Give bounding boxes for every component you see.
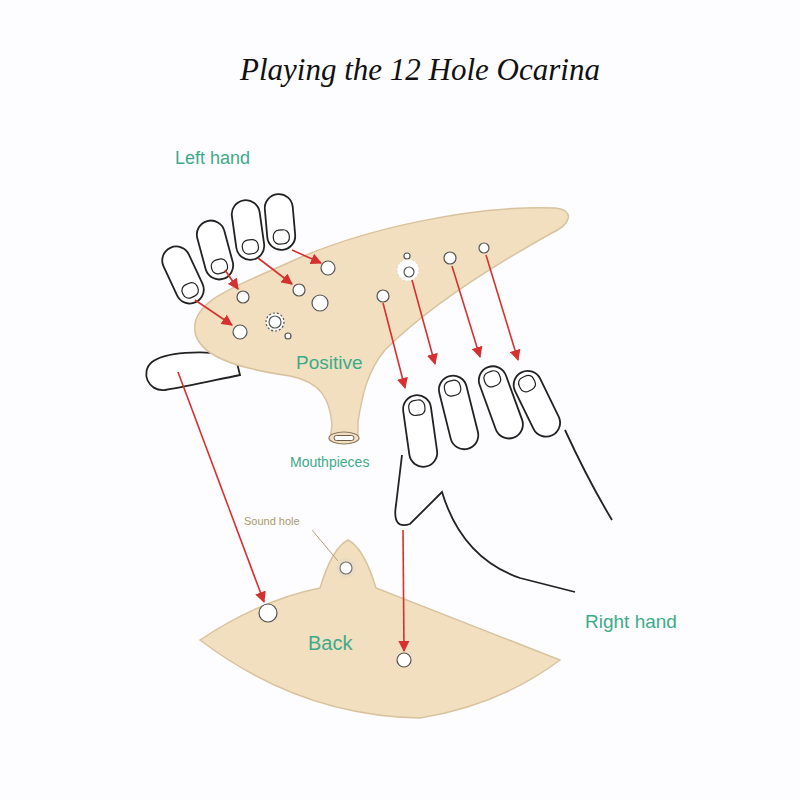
hand-label: Right hand: [585, 611, 677, 633]
part-label: Sound hole: [244, 515, 300, 528]
ocarina-back: [200, 540, 560, 718]
front-holes: [233, 243, 489, 339]
finger-arrows: [178, 250, 518, 651]
left-fingers: [158, 193, 297, 308]
part-label: Mouthpieces: [290, 454, 369, 470]
right-hand: [395, 362, 612, 592]
back-hole: [397, 653, 411, 667]
side-label: Positive: [296, 352, 363, 374]
sound-hole: [340, 562, 352, 574]
windway: [334, 436, 354, 441]
hand-label: Left hand: [175, 148, 250, 169]
side-label: Back: [308, 632, 352, 655]
mouthpiece: [329, 432, 359, 444]
diagram-title: Playing the 12 Hole Ocarina: [240, 52, 600, 88]
leader-line: [312, 530, 338, 561]
sound-hole-shade: [336, 558, 356, 578]
back-hole: [259, 604, 277, 622]
